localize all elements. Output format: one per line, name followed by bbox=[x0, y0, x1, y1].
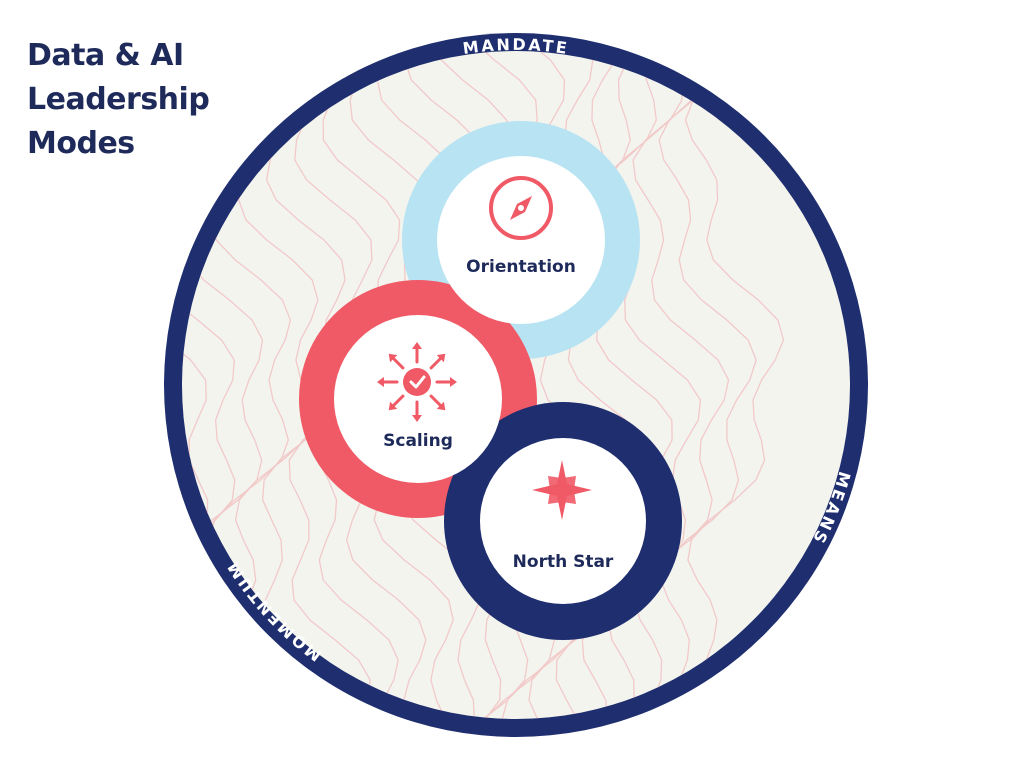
arrow-head bbox=[388, 401, 398, 411]
compass-icon bbox=[489, 176, 553, 240]
contour-line bbox=[45, 20, 129, 760]
ring-label-mandate: MANDATE bbox=[462, 35, 571, 58]
title-line-1: Data & AI bbox=[27, 38, 184, 73]
title-line-3: Modes bbox=[27, 126, 135, 161]
arrow-head bbox=[412, 342, 422, 349]
contour-line bbox=[658, 51, 757, 719]
contour-line bbox=[73, 20, 156, 760]
orientation-label: Orientation bbox=[466, 257, 576, 277]
contour-line bbox=[182, 51, 209, 719]
scaling-inner-disk bbox=[334, 315, 502, 483]
north-star-inner-disk bbox=[480, 438, 646, 604]
contour-line bbox=[684, 51, 785, 719]
diagram-title: Data & AI Leadership Modes bbox=[27, 34, 287, 166]
scaling-label: Scaling bbox=[383, 431, 453, 451]
expand-arrows-check-icon bbox=[377, 342, 457, 422]
arrow-head bbox=[412, 415, 422, 422]
contour-line bbox=[632, 51, 730, 719]
title-line-2: Leadership bbox=[27, 82, 210, 117]
contour-line bbox=[18, 20, 103, 760]
north-star-icon bbox=[532, 460, 592, 520]
arrow-head bbox=[388, 353, 398, 363]
arrow-head bbox=[377, 377, 384, 387]
contour-line bbox=[182, 51, 236, 719]
north-star-mode bbox=[444, 402, 682, 640]
arrow-head bbox=[450, 377, 457, 387]
arrow-head bbox=[436, 353, 446, 363]
north-star-label: North Star bbox=[513, 552, 614, 572]
arrow-head bbox=[436, 401, 446, 411]
